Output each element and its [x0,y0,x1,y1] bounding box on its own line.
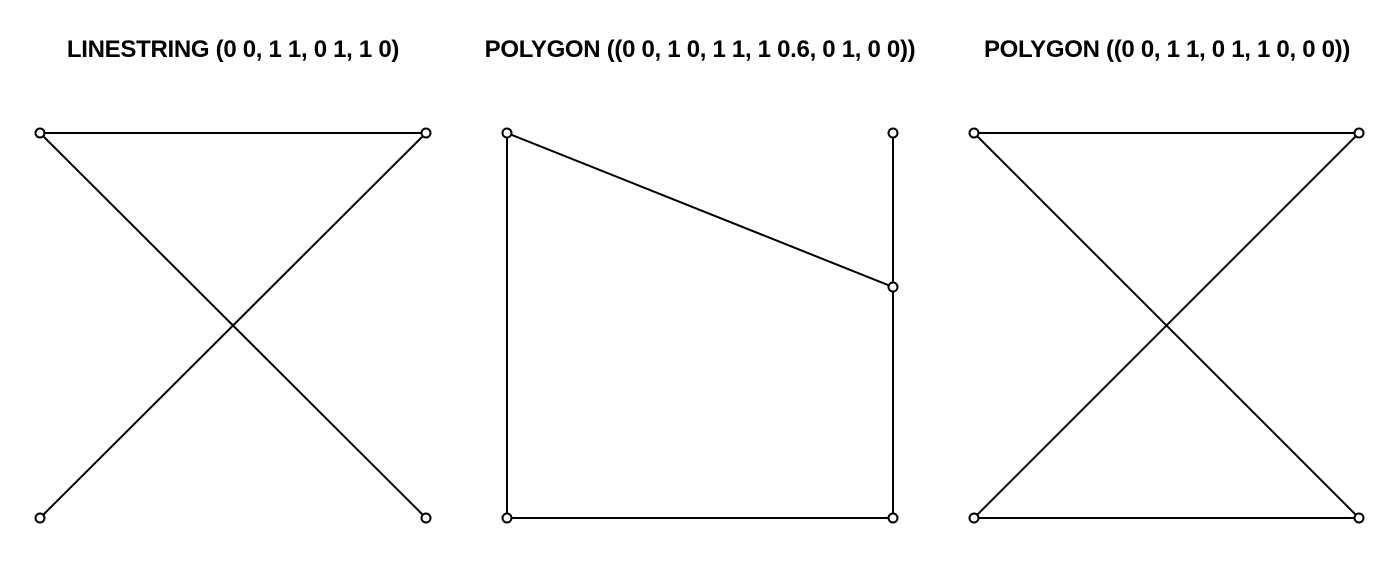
vertex-marker [34,127,46,139]
vertex-marker [34,512,46,524]
vertex-marker [501,512,513,524]
vertex-marker [887,281,899,293]
panel-polygon-notched: POLYGON ((0 0, 1 0, 1 1, 1 0.6, 0 1, 0 0… [466,0,934,576]
vertex-marker [1353,512,1365,524]
vertex-marker [1353,127,1365,139]
edge-segment [39,132,427,519]
vertex-marker [887,127,899,139]
panel-linestring: LINESTRING (0 0, 1 1, 0 1, 1 0) [0,0,466,576]
vertex-marker [420,127,432,139]
vertex-marker [887,512,899,524]
geometry-plot [968,127,1365,524]
geometry-plot [501,127,899,524]
panel-title: POLYGON ((0 0, 1 0, 1 1, 1 0.6, 0 1, 0 0… [484,36,916,63]
panel-polygon-bowtie: POLYGON ((0 0, 1 1, 0 1, 1 0, 0 0)) [934,0,1400,576]
geometry-plot [34,127,432,524]
vertex-marker [968,512,980,524]
vertex-marker [501,127,513,139]
panel-title: POLYGON ((0 0, 1 1, 0 1, 1 0, 0 0)) [983,36,1351,63]
edge-segment [973,132,1360,519]
edge-segment [506,132,894,288]
vertex-marker [420,512,432,524]
vertex-marker [968,127,980,139]
panel-title: LINESTRING (0 0, 1 1, 0 1, 1 0) [66,36,400,63]
